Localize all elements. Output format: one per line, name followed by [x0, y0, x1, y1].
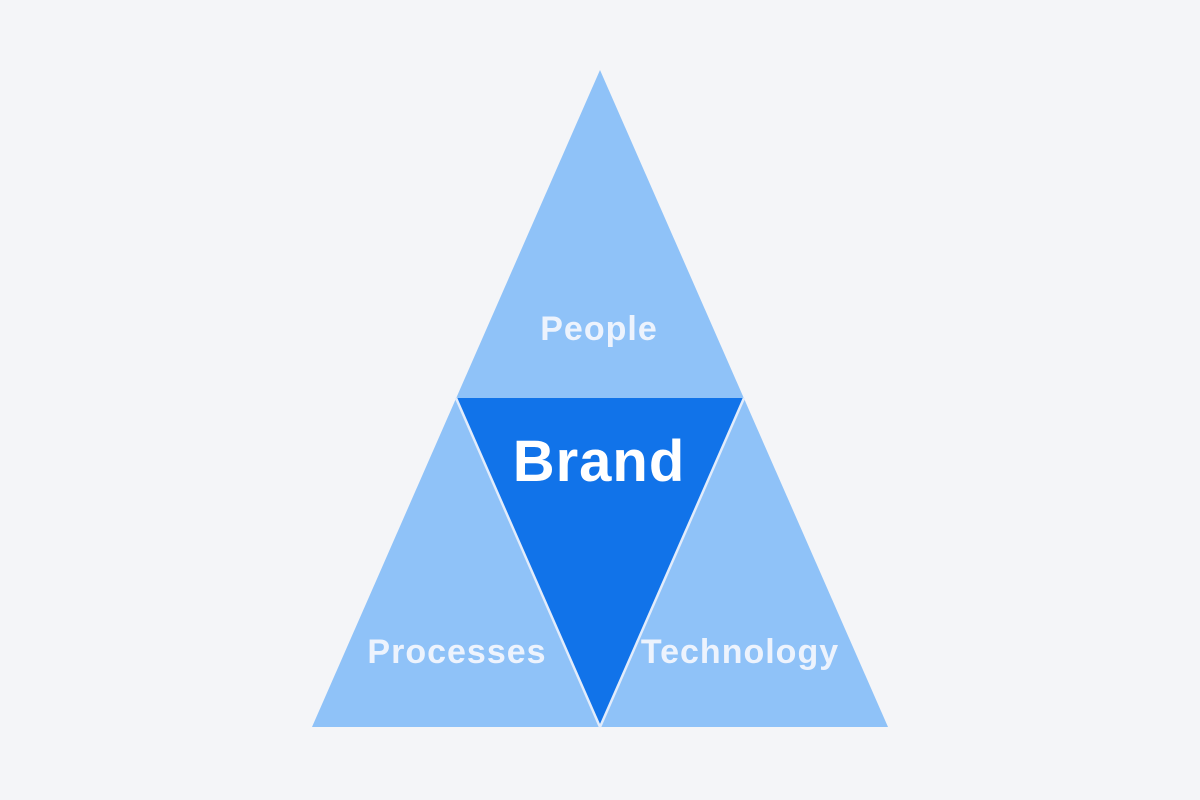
technology-label: Technology: [641, 633, 839, 671]
divider-right: [598, 397, 746, 728]
brand-triangle: [456, 398, 744, 727]
processes-label: Processes: [367, 633, 546, 671]
brand-label: Brand: [513, 429, 686, 494]
people-label: People: [540, 310, 657, 348]
divider-left: [454, 397, 602, 728]
